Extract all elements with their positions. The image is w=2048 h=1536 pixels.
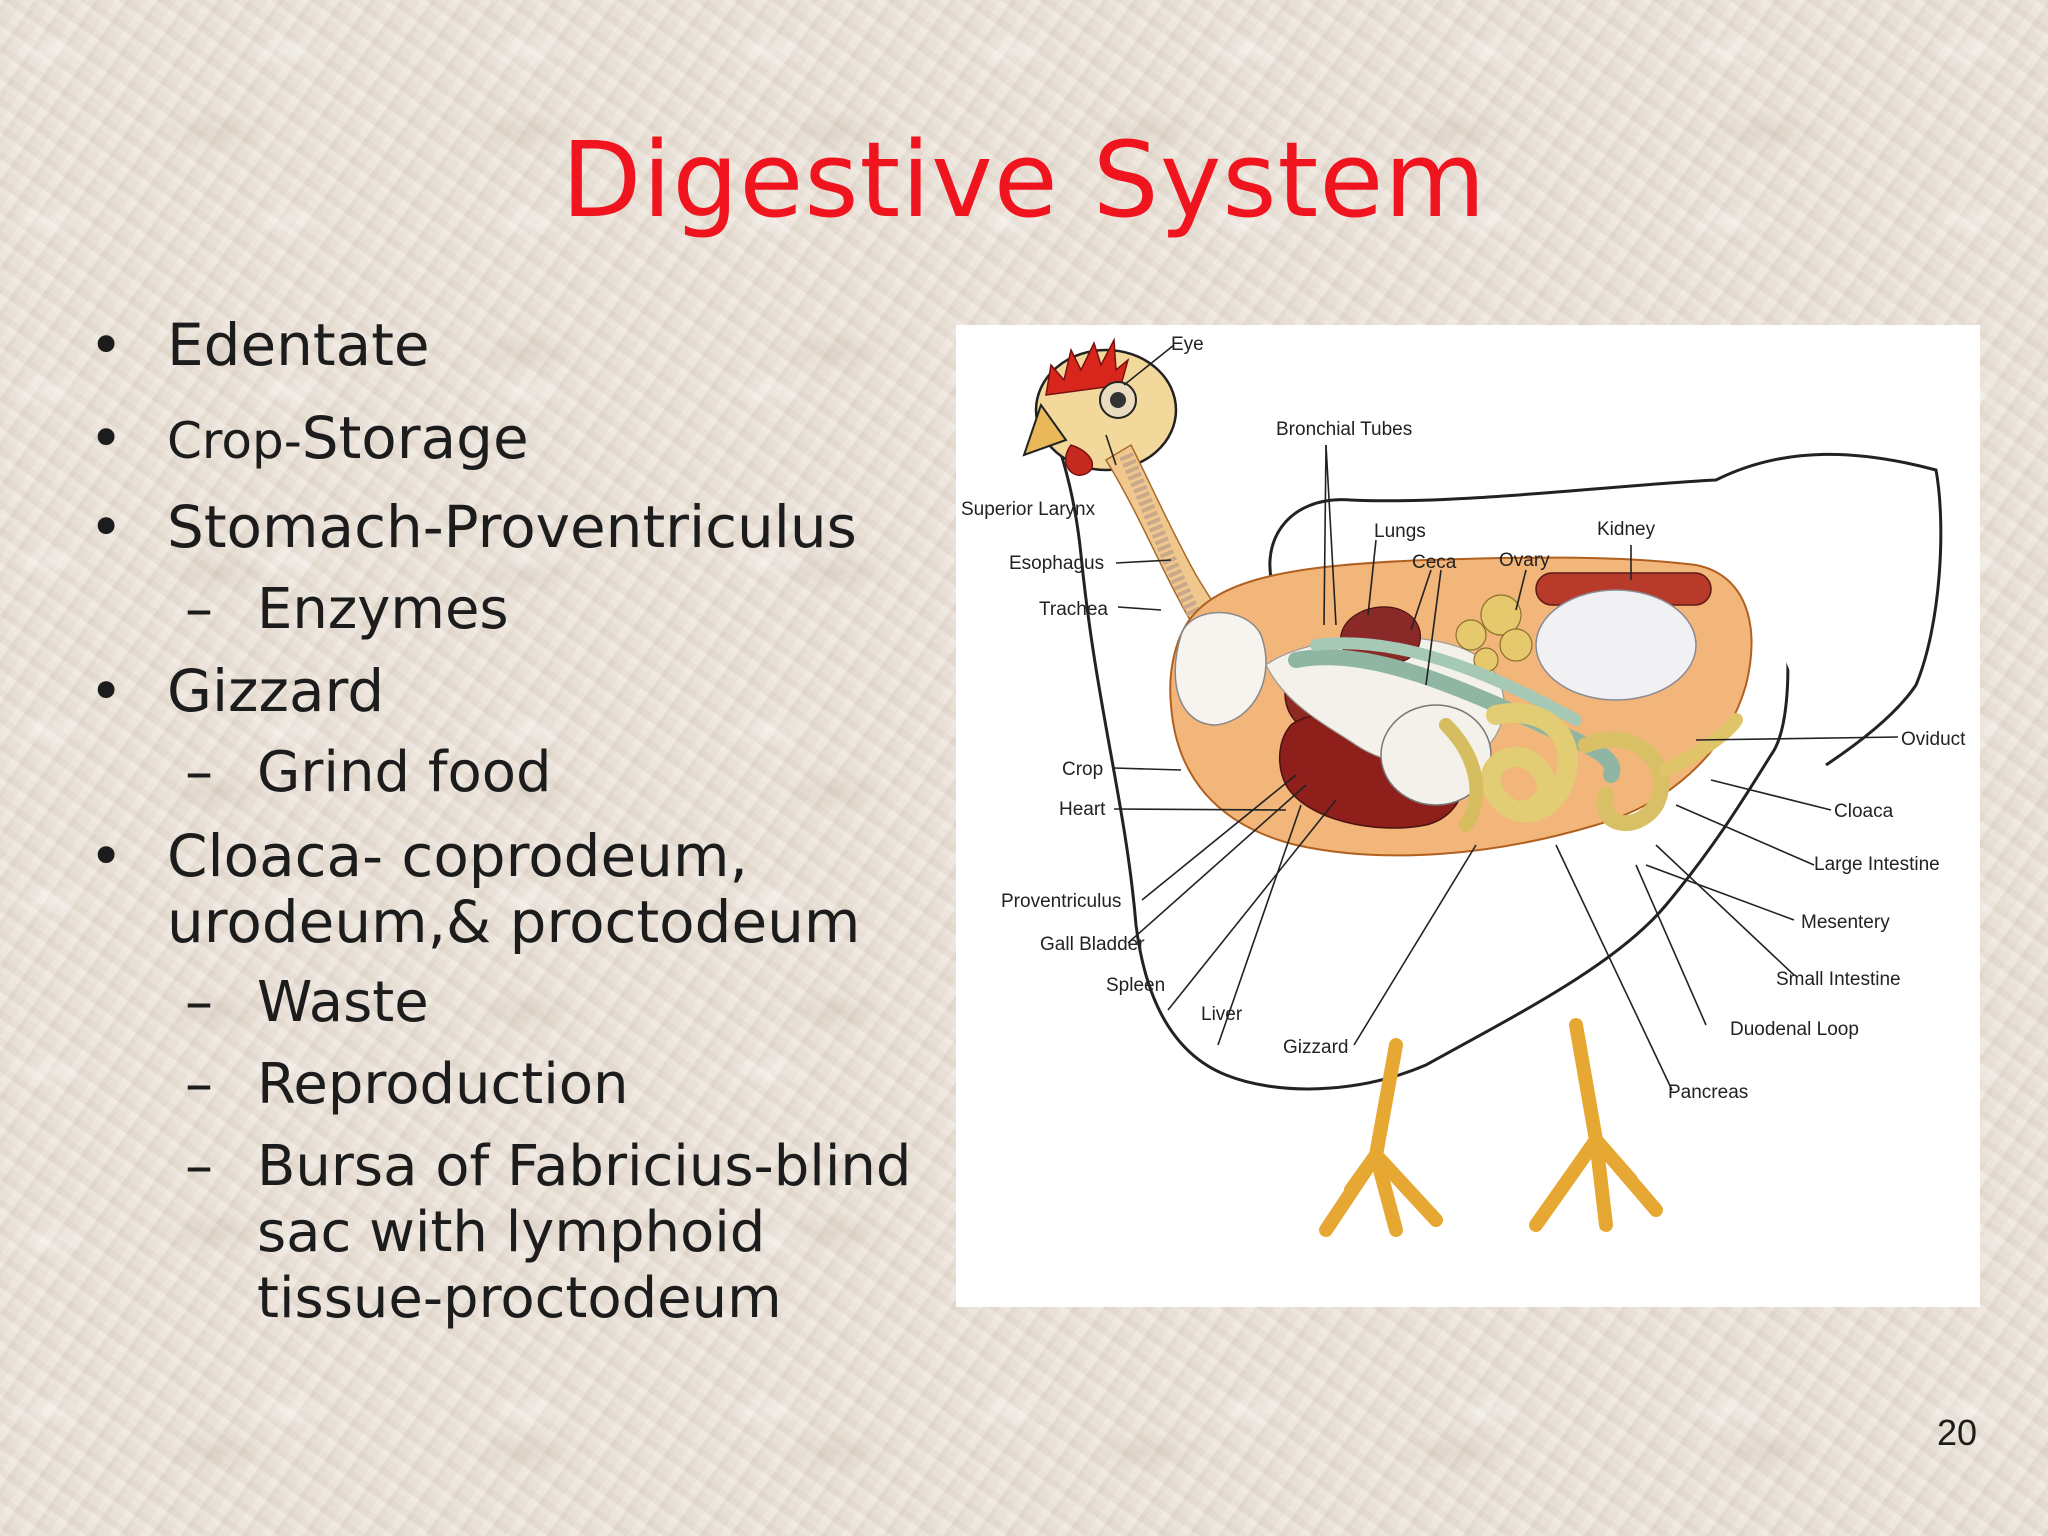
sub-bullet-text: Bursa of Fabricius-blind [257,1134,912,1199]
bullet-text: Cloaca- coprodeum, [167,822,748,890]
sub-bullet-text: Waste [257,970,429,1035]
bullet-item: • Cloaca- coprodeum, urodeum,& proctodeu… [89,822,861,956]
sub-bullet-dash: – [185,1134,213,1199]
bullet-list: • Edentate • Crop-Storage • Stomach-Prov… [0,0,960,1400]
bullet-dot: • [89,311,124,379]
label-proventriculus: Proventriculus [1001,891,1121,912]
left-leg [1319,1038,1443,1237]
bullet-text: Storage [301,404,529,472]
sub-bullet-text-line-3: tissue-proctodeum [257,1266,782,1331]
intestine-loops-2 [1578,731,1670,831]
eye-pupil [1110,392,1126,408]
ovary-organ [1455,594,1533,673]
label-liver: Liver [1201,1004,1243,1025]
sub-bullet-item: – Bursa of Fabricius-blind sac with lymp… [185,1134,912,1332]
bullet-text: Edentate [167,311,430,379]
bullet-dot: • [89,404,124,472]
bullet-dot: • [89,657,124,725]
label-large-intestine: Large Intestine [1814,854,1940,875]
duodenal-loop [1439,718,1484,832]
right-leg [1529,1018,1663,1232]
bullet-text: Gizzard [167,657,385,725]
bullet-text-prefix: Crop- [167,412,302,470]
label-gall-bladder: Gall Bladder [1040,934,1145,955]
label-lungs: Lungs [1374,521,1426,542]
chicken-anatomy-figure: Eye Bronchial Tubes Superior Larynx Lung… [956,325,1980,1307]
label-cloaca: Cloaca [1834,801,1894,822]
bullet-text: Stomach-Proventriculus [167,493,857,561]
intestine-loops [1480,703,1578,823]
label-superior-larynx: Superior Larynx [961,499,1096,520]
slide-title: Digestive System [561,119,1487,241]
label-pancreas: Pancreas [1668,1082,1748,1103]
beak-shape [1022,402,1068,457]
bullet-dot: • [89,493,124,561]
comb-shape [1045,337,1130,396]
chicken-anatomy-diagram: Eye Bronchial Tubes Superior Larynx Lung… [961,334,1966,1237]
crop-organ [1174,611,1267,726]
label-duodenal-loop: Duodenal Loop [1730,1019,1859,1040]
label-ceca: Ceca [1412,552,1457,573]
label-gizzard: Gizzard [1283,1037,1348,1058]
label-trachea: Trachea [1039,599,1108,620]
label-heart: Heart [1059,799,1106,820]
label-eye: Eye [1171,334,1204,355]
sub-bullet-text: Reproduction [257,1052,629,1117]
sub-bullet-item: – Grind food [185,740,552,806]
ceca-organ-2 [1310,637,1582,726]
label-small-intestine: Small Intestine [1776,969,1901,990]
sub-bullet-text: Grind food [257,740,552,805]
sub-bullet-text-line-2: sac with lymphoid [257,1200,766,1265]
sub-bullet-dash: – [185,970,213,1035]
sub-bullet-text: Enzymes [257,577,509,642]
bullet-item: • Edentate [89,311,430,379]
sub-bullet-item: – Reproduction [185,1052,629,1118]
label-spleen: Spleen [1106,975,1165,996]
gizzard-organ [1380,704,1492,806]
label-oviduct: Oviduct [1901,729,1966,750]
bullet-item: • Gizzard [89,657,385,725]
bullet-dot: • [89,822,124,890]
sub-bullet-dash: – [185,1052,213,1117]
leader-lines [1105,344,1899,1091]
label-mesentery: Mesentery [1801,912,1890,933]
bullet-text-line-2: urodeum,& proctodeum [167,888,861,956]
bullet-item: • Crop-Storage [89,404,529,474]
tail-outline [1715,452,1943,767]
sub-bullet-dash: – [185,577,213,642]
oviduct-organ [1535,589,1697,701]
label-esophagus: Esophagus [1009,553,1104,574]
label-ovary: Ovary [1499,550,1550,571]
sub-bullet-item: – Waste [185,970,429,1036]
sub-bullet-dash: – [185,740,213,805]
wattle-shape [1064,444,1093,476]
cloaca-organ [1659,713,1743,777]
page-number: 20 [1936,1412,1977,1453]
label-kidney: Kidney [1597,519,1656,540]
label-crop: Crop [1062,759,1103,780]
sub-bullet-item: – Enzymes [185,577,509,643]
bullet-item: • Stomach-Proventriculus [89,493,857,561]
label-bronchial-tubes: Bronchial Tubes [1276,419,1412,440]
